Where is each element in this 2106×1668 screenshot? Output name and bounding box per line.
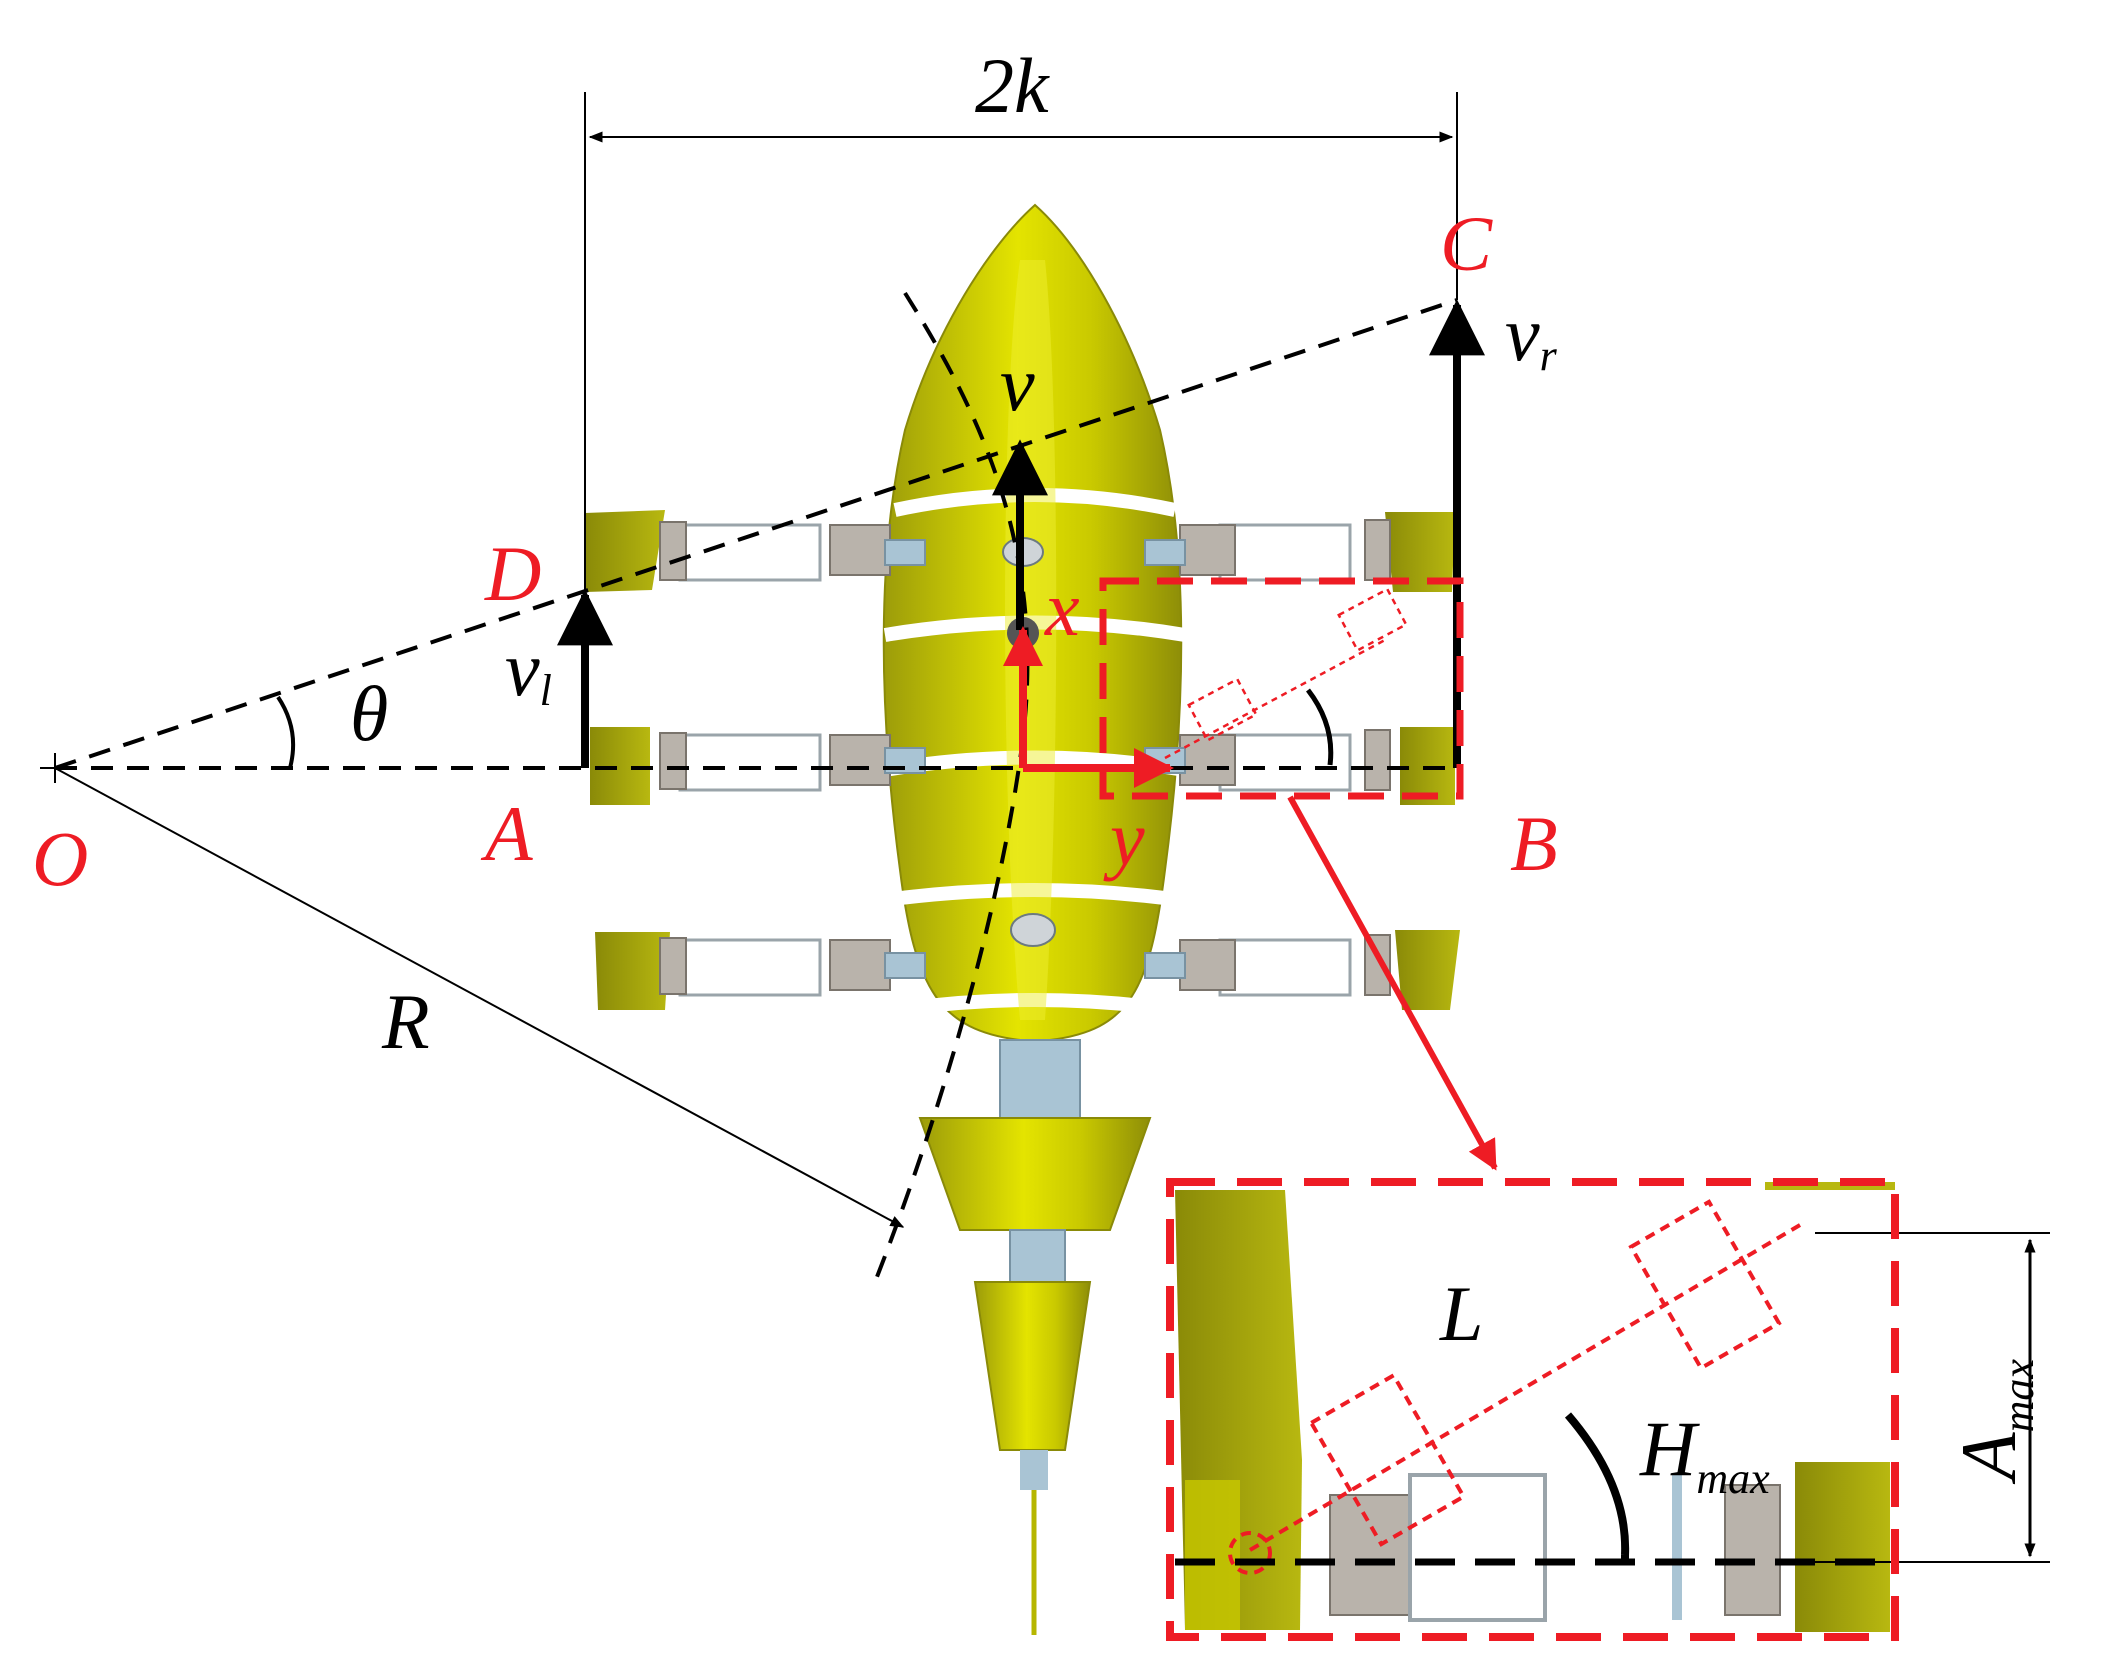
label-O: O bbox=[32, 815, 88, 902]
tail-joint-3 bbox=[1020, 1450, 1048, 1490]
magnify-arrow bbox=[1287, 795, 1498, 1171]
label-A: A bbox=[480, 790, 533, 877]
small-leg-lift bbox=[1164, 587, 1408, 760]
label-vl: vl bbox=[505, 625, 552, 715]
arc-path bbox=[873, 291, 1030, 1283]
inset-detail bbox=[1166, 1178, 2050, 1641]
label-D: D bbox=[484, 530, 541, 617]
detail-box-large bbox=[1166, 1178, 1899, 1641]
small-angle-arc bbox=[1306, 688, 1334, 766]
tail-segment-2 bbox=[973, 1281, 1092, 1451]
label-y: y bbox=[1103, 795, 1145, 882]
label-B: B bbox=[1510, 800, 1558, 887]
detail-box-small bbox=[1099, 577, 1464, 800]
label-v: v bbox=[1000, 340, 1035, 427]
body-axes bbox=[1003, 626, 1174, 788]
label-L: L bbox=[1439, 1270, 1483, 1357]
label-vr: vr bbox=[1505, 290, 1558, 380]
tail-segment-1 bbox=[918, 1117, 1152, 1231]
dimension-2k: 2k bbox=[584, 42, 1458, 592]
theta-arc bbox=[276, 695, 296, 769]
left-pad-rear bbox=[595, 932, 670, 1010]
label-hmax: Hmax bbox=[1639, 1405, 1770, 1503]
right-pad-front bbox=[1385, 512, 1455, 592]
left-pad-front bbox=[585, 510, 665, 592]
tail-joint-2 bbox=[1009, 1229, 1066, 1286]
robot-body bbox=[882, 203, 1187, 1635]
label-amax: Amax bbox=[1945, 1359, 2043, 1485]
label-2k: 2k bbox=[975, 42, 1050, 129]
radius-R bbox=[54, 767, 905, 1228]
left-pad-middle bbox=[590, 727, 650, 805]
labels: O A B C D x y θ R L v vl vr Hmax Amax bbox=[32, 200, 2043, 1503]
label-theta: θ bbox=[350, 670, 388, 757]
tail-joint-1 bbox=[999, 1039, 1081, 1121]
dashed-lines bbox=[54, 291, 1458, 1283]
right-pad-rear bbox=[1395, 930, 1460, 1010]
label-R: R bbox=[381, 978, 430, 1065]
label-x: x bbox=[1044, 565, 1080, 652]
label-C: C bbox=[1440, 200, 1493, 287]
line-O-C bbox=[54, 298, 1458, 770]
hmax-arc bbox=[1564, 1412, 1630, 1556]
